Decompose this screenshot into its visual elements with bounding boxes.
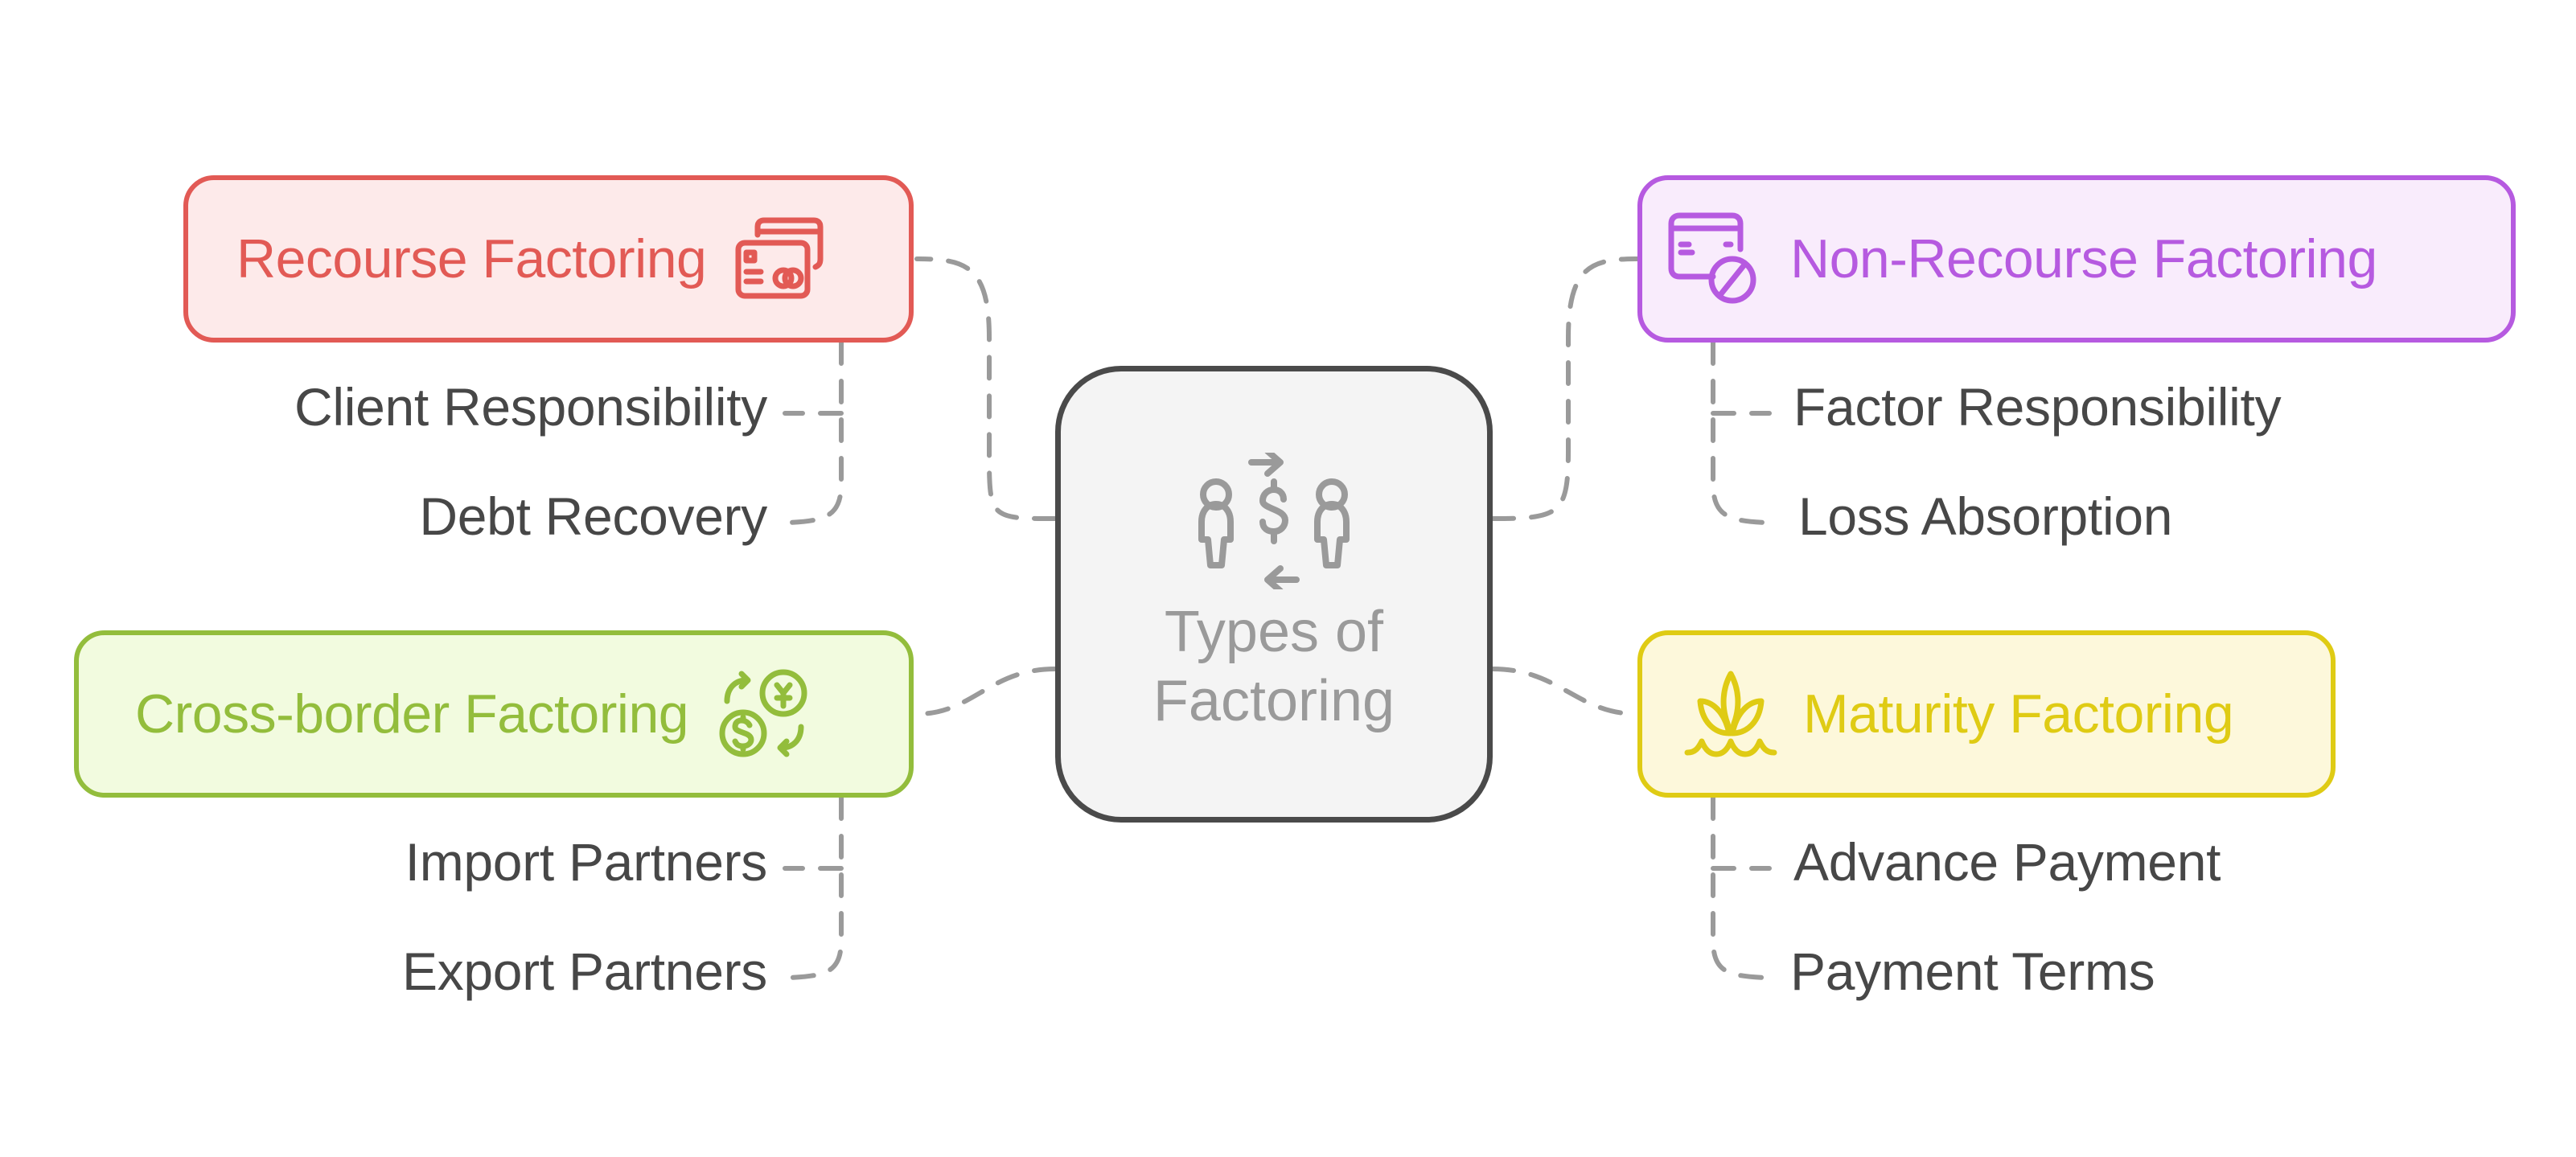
branch-recourse-factoring[interactable]: Recourse Factoring xyxy=(183,175,914,343)
connector-center-maturity xyxy=(1490,667,1640,716)
center-title-line1: Types of xyxy=(1164,599,1384,664)
card-blocked-icon xyxy=(1668,212,1756,304)
leaf-debt-recovery: Debt Recovery xyxy=(419,486,767,546)
center-node[interactable]: Types of Factoring xyxy=(1055,366,1493,823)
sprout-growth-icon xyxy=(1684,671,1777,757)
credit-cards-icon xyxy=(735,217,824,299)
connector-recourse-children xyxy=(786,340,844,525)
currency-exchange-icon xyxy=(719,669,807,757)
center-title: Types of Factoring xyxy=(1153,597,1395,736)
money-exchange-people-icon xyxy=(1198,452,1350,589)
leaf-factor-responsibility: Factor Responsibility xyxy=(1793,377,2282,437)
connector-center-nonrecourse xyxy=(1490,256,1640,521)
leaf-advance-payment: Advance Payment xyxy=(1793,832,2221,892)
leaf-payment-terms: Payment Terms xyxy=(1790,942,2155,1001)
branch-label: Maturity Factoring xyxy=(1803,683,2234,745)
branch-non-recourse-factoring[interactable]: Non-Recourse Factoring xyxy=(1637,175,2516,343)
branch-label: Recourse Factoring xyxy=(236,228,707,289)
branch-cross-border-factoring[interactable]: Cross-border Factoring xyxy=(74,630,914,798)
branch-label: Cross-border Factoring xyxy=(135,683,689,745)
connector-center-recourse xyxy=(914,256,1058,521)
connector-maturity-children xyxy=(1711,795,1769,980)
leaf-loss-absorption: Loss Absorption xyxy=(1798,486,2173,546)
branch-label: Non-Recourse Factoring xyxy=(1790,228,2377,289)
leaf-export-partners: Export Partners xyxy=(401,942,767,1001)
connector-crossborder-children xyxy=(786,795,844,980)
connector-nonrecourse-children xyxy=(1711,340,1769,525)
branch-maturity-factoring[interactable]: Maturity Factoring xyxy=(1637,630,2336,798)
center-title-line2: Factoring xyxy=(1152,669,1395,733)
leaf-client-responsibility: Client Responsibility xyxy=(294,377,767,437)
leaf-import-partners: Import Partners xyxy=(405,832,768,892)
connector-center-crossborder xyxy=(914,667,1058,716)
